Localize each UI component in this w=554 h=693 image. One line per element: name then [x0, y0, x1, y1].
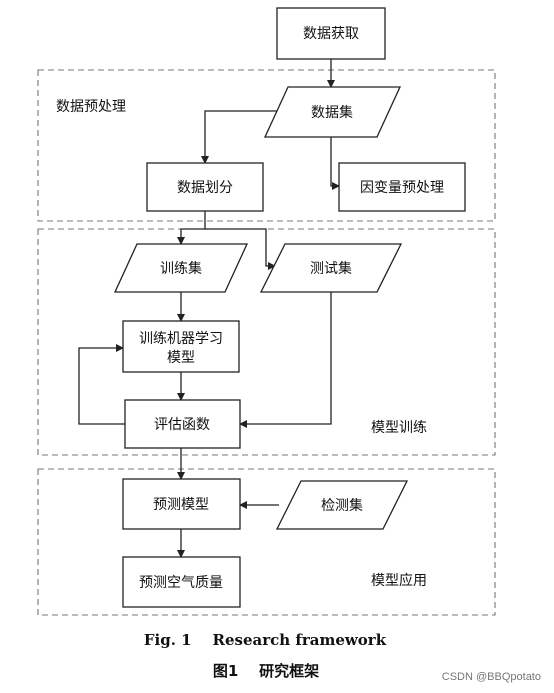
- arrow-evaluation-feedback: [78, 344, 125, 425]
- node-train-set: 训练集: [113, 243, 249, 293]
- node-evaluation: 评估函数: [124, 399, 241, 449]
- node-data-acquisition-label: 数据获取: [303, 26, 359, 42]
- node-predict-air: 预测空气质量: [122, 556, 241, 608]
- node-test-set: 测试集: [259, 243, 403, 293]
- node-predict-air-label: 预测空气质量: [139, 575, 223, 591]
- region-preprocess: [37, 69, 496, 222]
- node-dataset-label: 数据集: [311, 104, 353, 121]
- node-train-model-label-1: 训练机器学习: [139, 331, 223, 347]
- connectors: [78, 59, 340, 558]
- arrow-dataset-to-preprocess: [330, 137, 340, 190]
- arrow-split-to-trainset: [177, 211, 206, 245]
- node-data-acquisition: 数据获取: [276, 7, 386, 60]
- region-training: [37, 228, 496, 456]
- arrow-split-to-testset: [205, 228, 276, 270]
- node-train-model: 训练机器学习 模型: [122, 320, 240, 373]
- node-data-split-label: 数据划分: [177, 180, 233, 196]
- region-label-preprocess: 数据预处理: [56, 99, 126, 115]
- region-label-training: 模型训练: [371, 420, 427, 436]
- node-train-set-label: 训练集: [160, 260, 202, 277]
- node-train-model-label-2: 模型: [167, 350, 195, 366]
- node-evaluation-label: 评估函数: [154, 417, 210, 433]
- caption-english: Fig. 1 Research framework: [144, 631, 387, 649]
- node-detect-set-label: 检测集: [321, 497, 363, 514]
- node-predict-model: 预测模型: [122, 478, 241, 530]
- region-label-application: 模型应用: [371, 572, 427, 589]
- node-dataset: 数据集: [263, 86, 402, 138]
- caption-chinese: 图1 研究框架: [213, 662, 319, 680]
- node-predict-model-label: 预测模型: [153, 497, 209, 513]
- watermark: CSDN @BBQpotato: [442, 671, 541, 683]
- node-data-split: 数据划分: [146, 162, 264, 212]
- node-dependent-preprocess-label: 因变量预处理: [360, 180, 444, 196]
- arrow-dataset-to-split: [201, 110, 279, 164]
- region-application: [37, 468, 496, 616]
- arrow-testset-to-evaluation: [239, 292, 332, 428]
- node-detect-set: 检测集: [275, 480, 409, 530]
- node-dependent-preprocess: 因变量预处理: [338, 162, 466, 212]
- node-test-set-label: 测试集: [310, 260, 352, 277]
